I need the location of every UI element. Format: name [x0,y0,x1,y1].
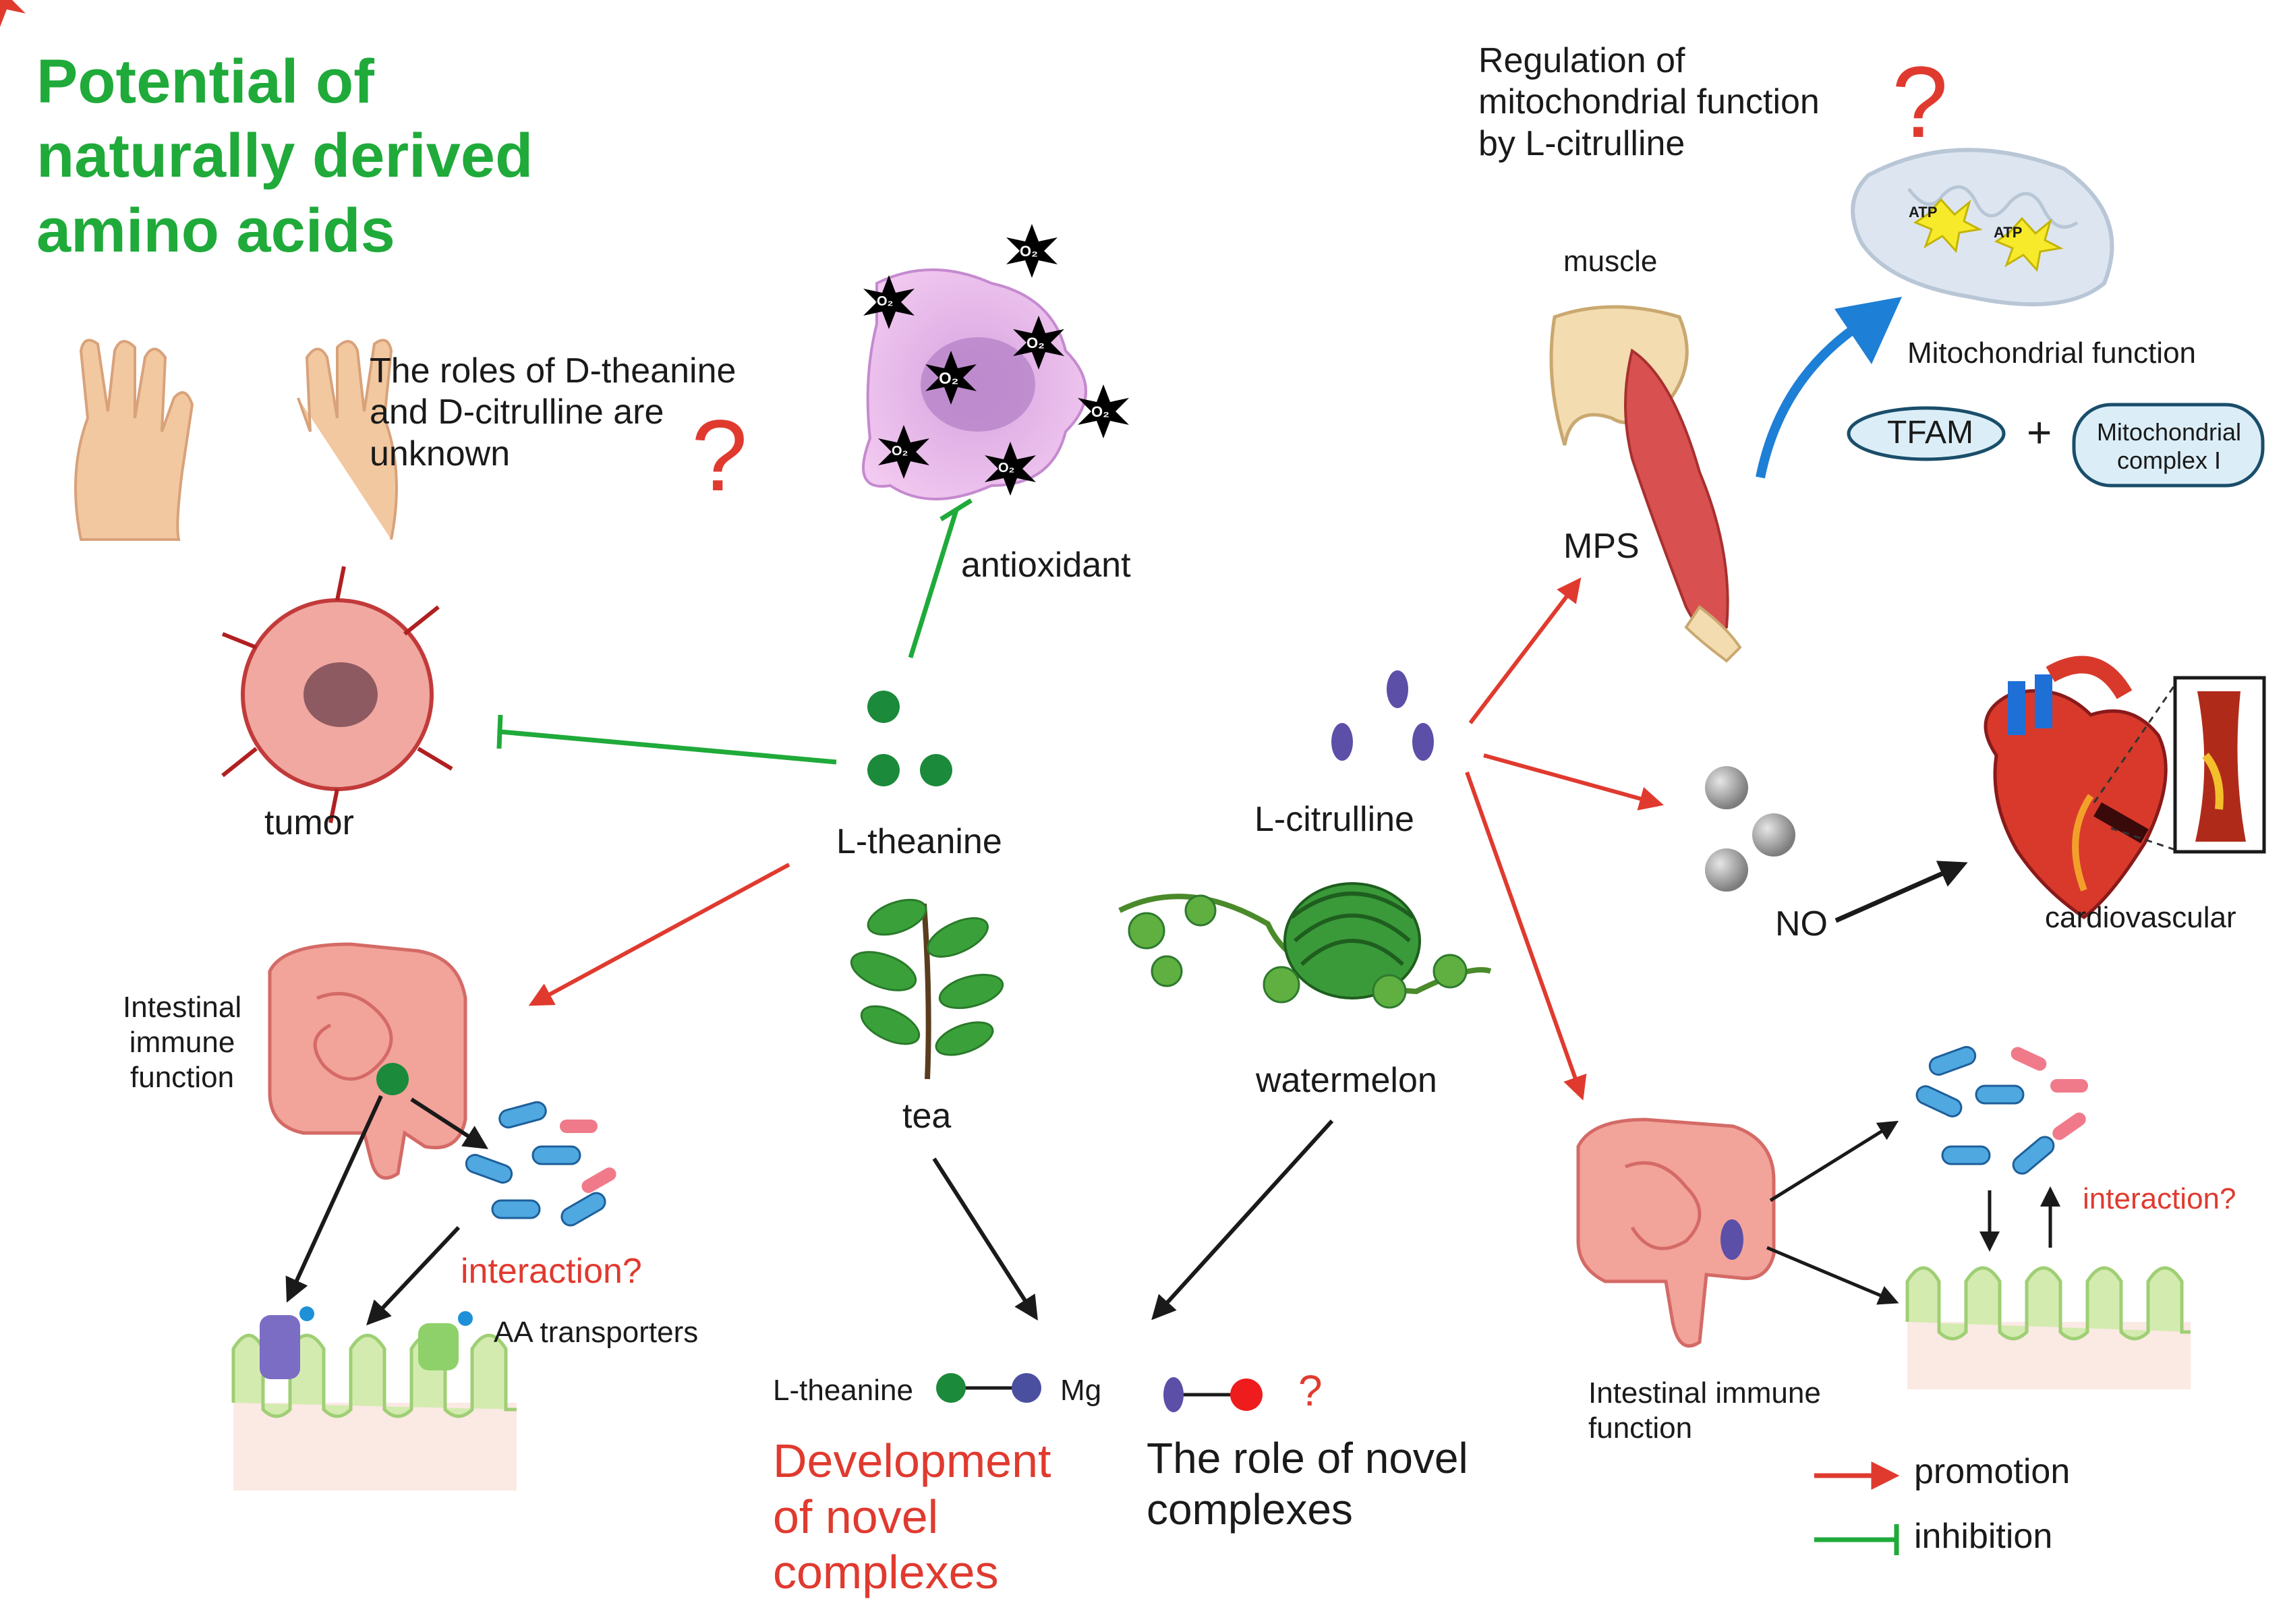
o2-label: O₂ [998,461,1015,475]
bacteria-left-icon [465,1101,616,1227]
o2-label: O₂ [877,294,894,309]
villi-right-icon [1905,1266,2191,1389]
o2-label: O₂ [939,370,959,388]
complex-mg-label: Mg [1060,1374,1102,1407]
no-label: NO [1775,904,1828,944]
atp-label-1: ATP [1909,204,1938,221]
d-roles-label: The roles of D-theanine and D-citrulline… [370,351,736,473]
promotion-arrows [528,577,1664,1101]
l-citrulline-label: L-citrulline [1254,800,1414,839]
intestine-left-icon [268,942,467,1180]
plus-sign: + [2027,408,2052,457]
legend-promotion-label: promotion [1914,1452,2071,1491]
tfam-label: TFAM [1887,415,1973,451]
l-citrulline-molecules [1331,670,1434,761]
atp-label-2: ATP [1994,224,2023,241]
complex-question-mark: ? [1298,1366,1323,1415]
o2-label: O₂ [1091,403,1109,420]
l-theanine-dot [867,691,900,723]
mps-label: MPS [1563,527,1640,566]
complex-theanine-label: L-theanine [773,1374,913,1407]
tea-plant-icon [850,898,1004,1080]
tumor-icon [221,566,453,823]
l-theanine-dot [867,754,900,786]
o2-label: O₂ [1026,335,1045,351]
hands-icon [74,339,398,541]
no-arrow [1834,861,1968,923]
complex-novel [1163,1377,1263,1412]
ros-stars [0,0,26,27]
black-arrows-left [285,1095,1334,1326]
black-arrows-right [1766,1120,2060,1305]
tfam-box [1847,406,2006,461]
intestinal-right-label: Intestinal immune function [1588,1376,1821,1445]
no-molecules [1705,766,1795,892]
development-label: Development of novel complexes [773,1434,1051,1599]
interaction-right-label: interaction? [2083,1182,2236,1215]
role-novel-label: The role of novel complexes [1147,1434,1468,1534]
aa-transporters-label: AA transporters [494,1316,699,1349]
tea-label: tea [902,1097,952,1136]
o2-label: O₂ [892,444,908,459]
mito-arrow [1756,297,1902,479]
inhibition-arrows [496,498,973,765]
mito-function-label: Mitochondrial function [1907,337,2197,370]
watermelon-label: watermelon [1256,1061,1437,1100]
complex-theanine-mg [936,1373,1041,1403]
complex-i-label: Mitochondrial complex I [2096,418,2242,475]
mitochondrion-icon [1851,148,2114,307]
intestinal-left-label: Intestinal immune function [123,991,242,1094]
question-mark-d-roles: ? [691,399,748,512]
l-theanine-dot [920,754,952,786]
intestine-right-icon [1576,1118,1776,1348]
tumor-label: tumor [264,803,354,842]
bacteria-right-icon [1915,1045,2088,1175]
regulation-label: Regulation of mitochondrial function by … [1478,41,1820,163]
diagram-title: Potential of naturally derived amino aci… [36,47,533,265]
antioxidant-label: antioxidant [961,546,1131,585]
legend-inhibition-label: inhibition [1914,1517,2053,1556]
o2-label: O₂ [1020,243,1038,260]
villi-left-icon [231,1306,517,1490]
cardiovascular-label: cardiovascular [2045,901,2236,934]
l-theanine-molecules [867,691,952,786]
artery-zoom [2093,676,2266,854]
muscle-icon [1549,305,1742,663]
legend-inhibition-bar [1814,1524,1899,1555]
muscle-label: muscle [1563,245,1658,278]
interaction-left-label: interaction? [461,1252,642,1291]
question-mark-mito: ? [1892,45,1948,158]
l-theanine-label: L-theanine [836,822,1002,861]
complex-i-box [2072,403,2265,488]
watermelon-icon [1118,882,1492,1009]
heart-icon [1984,656,2168,920]
